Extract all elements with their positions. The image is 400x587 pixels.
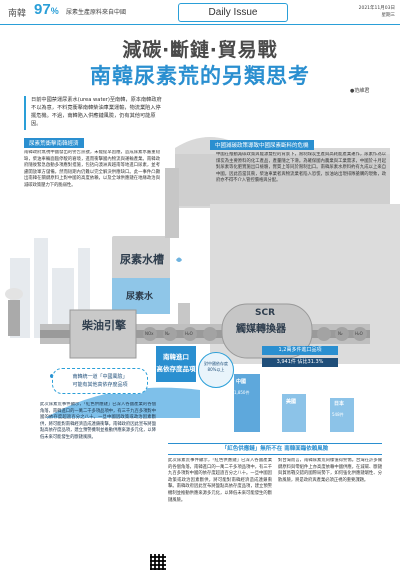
- section-3-label: 「紅色供應鏈」無所不在 南韓面臨依賴風險: [168, 443, 382, 455]
- tank-label: 尿素水槽: [120, 253, 164, 266]
- gas-label-n2-out: N₂: [338, 331, 343, 336]
- bar-label-china: 中國: [236, 379, 247, 385]
- engine-label: 柴油引擎: [82, 319, 126, 332]
- header-date: 2021年11月03日星期三: [343, 5, 395, 19]
- dependency-line-1: 對中國依存度: [204, 361, 228, 366]
- urea-water-label: 尿素水: [126, 292, 154, 302]
- section-2-label: 中國減碳政策導致中國尿素斷料的危機: [210, 140, 314, 150]
- tank-note: 南韓統一道「中國風險」 可能有其他高依存度品項: [52, 368, 148, 394]
- date-text: 2021年11月03日: [358, 6, 395, 11]
- bar-label-japan: 日本: [334, 401, 345, 407]
- issue-label: Daily Issue: [208, 7, 258, 18]
- header-percent-sign: %: [50, 6, 59, 16]
- bar-count-japan: 548件: [332, 412, 344, 417]
- gas-label-n2: N₂: [165, 331, 170, 336]
- intro-paragraph: 日前中國禁運尿素水(urea water)至南韓，原本南韓政府不以為意，不料竟衝…: [24, 96, 162, 130]
- item-count-2-main: 3,941件: [276, 359, 296, 365]
- bar-count-china: 1,850件: [234, 390, 250, 395]
- gas-label-h2o: H₂O: [185, 331, 193, 336]
- header-percent-value: 97: [34, 1, 51, 18]
- bar-japan: [330, 398, 354, 432]
- header-percent: 97%: [34, 1, 59, 18]
- section-3-text-col1: 此次尿素荒事件顯示，「紅色供應鏈」已深入各國產業的各個角落，南韓進口的一萬二千多…: [168, 458, 272, 503]
- headline-main: 南韓尿素荒的另類思考: [90, 64, 310, 88]
- import-title-box: 南韓進口 高依存度品項: [156, 346, 196, 382]
- header-divider: [0, 24, 400, 25]
- item-count-2-pct: 佔比31.3%: [297, 359, 324, 365]
- section-2-text: 中國在推動減碳政策與能源雙控的背景下，限制煤炭生產與高耗能產業運作，尿素作為以煤…: [216, 152, 386, 184]
- dependency-circle: 對中國依存度 80%以上: [198, 352, 234, 388]
- section-1-text: 南韓政府無視中國發出的警告訊號，未能提早因應，造成尿素水嚴重短缺，柴油車輛面臨停…: [24, 150, 160, 188]
- dependency-line-2: 80%以上: [207, 367, 225, 372]
- qr-code: [150, 554, 166, 570]
- tank-note-1: 南韓統一道「中國風險」: [72, 374, 128, 380]
- bar-label-usa: 美國: [286, 399, 297, 405]
- header-subtitle: 尿素生產原料來自中國: [66, 9, 127, 16]
- item-count-bar: 1,2萬多件進口品項: [262, 346, 338, 355]
- issue-label-box: Daily Issue: [178, 3, 288, 22]
- item-count-2: 3,941件 佔比31.3%: [262, 358, 338, 367]
- import-title-2: 高依存度品項: [156, 365, 196, 373]
- author-byline: ●范維君: [350, 88, 370, 94]
- headline-top: 減碳‧斷鏈‧貿易戰: [122, 39, 278, 61]
- weekday-text: 星期三: [381, 13, 396, 18]
- gas-label-nox: NOx: [145, 331, 154, 336]
- tank-note-2: 可能有其他高依存度品項: [72, 382, 128, 388]
- header-brand: 南韓: [8, 9, 27, 19]
- section-3-text-col2: 對台灣而言，南韓尿素荒同樣值得警惕。台灣在許多關鍵原料與零組件上亦高度依賴中國供…: [278, 458, 382, 483]
- dependency-bars: [234, 374, 354, 432]
- diagram-illustration: [5, 137, 400, 418]
- bar-usa: [282, 394, 306, 432]
- bar-china: [234, 374, 260, 432]
- import-title-1: 南韓進口: [163, 353, 189, 361]
- tank-body-text: 此次尿素荒事件顯示，「紅色供應鏈」已深入各國產業的各個角落，南韓進口的一萬二千多…: [40, 402, 156, 440]
- scr-label-1: SCR: [255, 308, 276, 318]
- section-1-label: 尿素荒衝擊南韓經濟: [24, 138, 84, 148]
- scr-label-2: 觸媒轉換器: [236, 324, 286, 335]
- gas-label-h2o-out: H₂O: [355, 331, 363, 336]
